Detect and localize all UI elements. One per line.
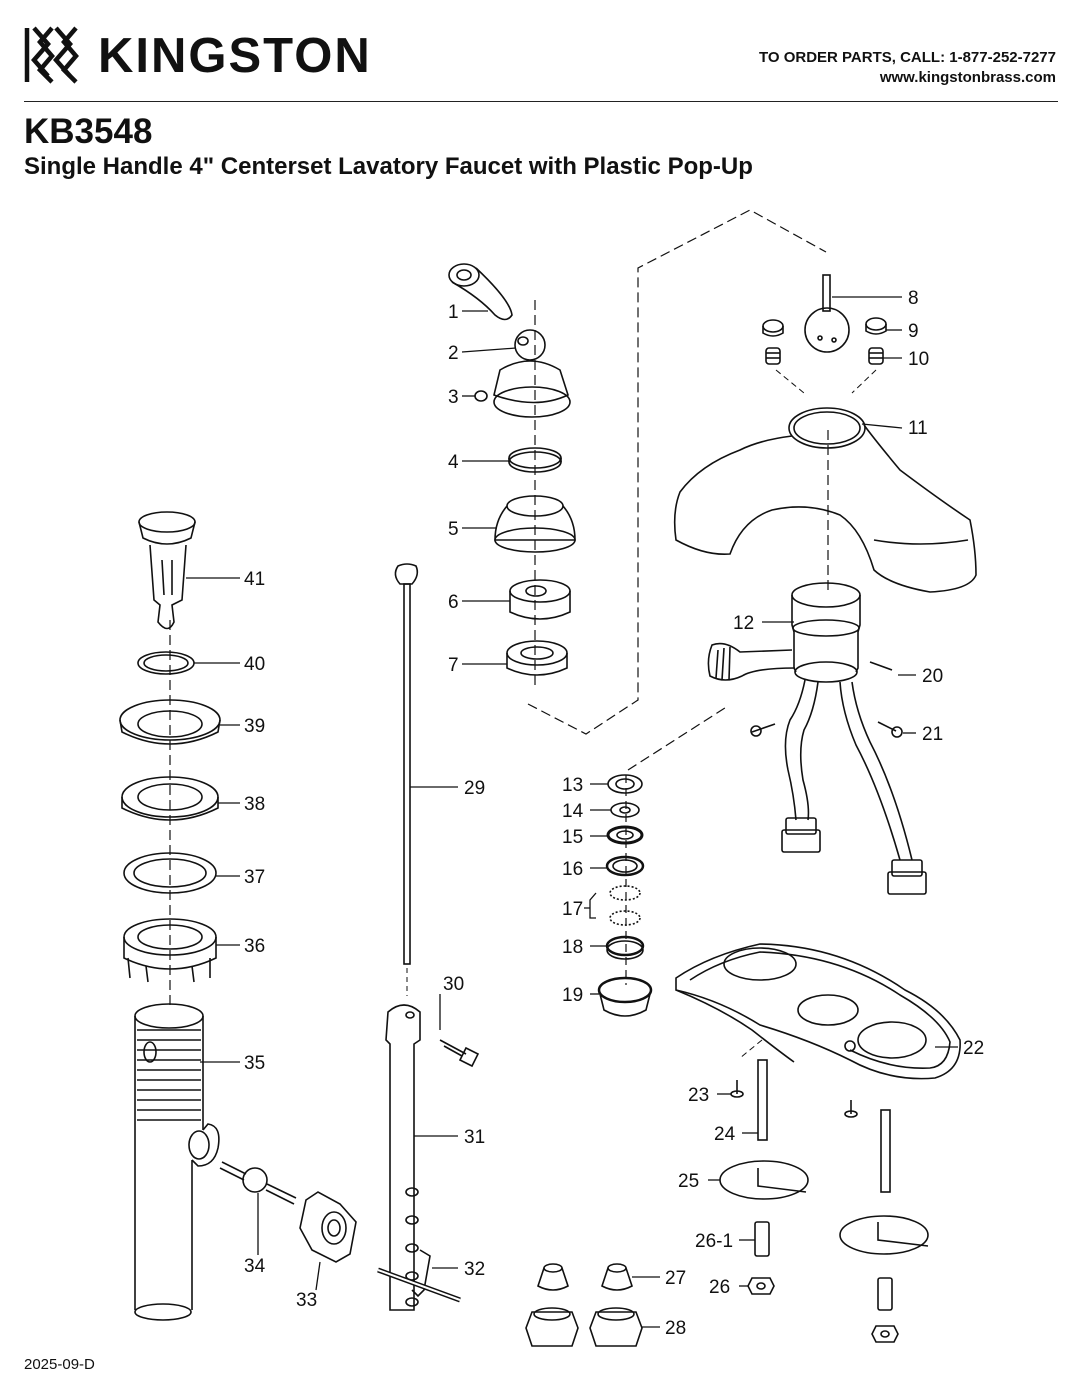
part-24-threaded-rods [757, 1059, 891, 1193]
callout-30: 30 [443, 974, 464, 995]
callout-3: 3 [448, 387, 459, 408]
callout-8: 8 [908, 288, 919, 309]
part-39-drain-flange [119, 699, 221, 745]
leader-lines [186, 296, 958, 1328]
callout-37: 37 [244, 867, 265, 888]
part-34-pivot-rod [219, 1161, 297, 1205]
callout-34: 34 [244, 1256, 266, 1277]
callout-27: 27 [665, 1268, 686, 1289]
part-31-extension-strap [385, 1004, 421, 1311]
callout-33: 33 [296, 1290, 317, 1311]
callout-15: 15 [562, 827, 583, 848]
part-3-set-screw [474, 390, 488, 402]
part-8-ball-stem [804, 274, 850, 353]
part-12-valve-housing [707, 582, 927, 895]
part-20-pin [869, 661, 893, 671]
callout-24: 24 [714, 1124, 736, 1145]
part-4-retaining-ring [508, 447, 562, 473]
callout-17: 17 [562, 899, 583, 920]
callout-23: 23 [688, 1085, 709, 1106]
callout-5: 5 [448, 519, 459, 540]
callout-35: 35 [244, 1053, 265, 1074]
part-19-aerator-housing [597, 976, 653, 1017]
callout-10: 10 [908, 349, 929, 370]
callout-11: 11 [908, 418, 928, 439]
part-11-faucet-body [673, 407, 977, 593]
model-number: KB3548 [24, 112, 153, 151]
part-23-screws [730, 1080, 858, 1118]
callout-14: 14 [562, 801, 584, 822]
part-37-gasket [123, 852, 217, 894]
callout-7: 7 [448, 655, 459, 676]
callout-38: 38 [244, 794, 265, 815]
part-35-drain-body [134, 1003, 220, 1321]
document-code: 2025-09-D [24, 1356, 95, 1373]
part-5-bonnet-cap [494, 495, 576, 553]
order-website[interactable]: www.kingstonbrass.com [879, 69, 1056, 86]
callout-25: 25 [678, 1171, 699, 1192]
part-28-coupling-nuts [525, 1307, 643, 1347]
part-41-pop-up-stopper [138, 511, 196, 630]
part-25-c-washers [719, 1160, 929, 1255]
part-15-flow-insert [606, 825, 644, 845]
callout-labels: 1 2 3 4 5 6 7 8 9 10 11 12 13 14 15 16 1… [244, 288, 984, 1339]
callout-41: 41 [244, 569, 265, 590]
part-36-flange-nut [123, 918, 217, 983]
part-27-ferrules [537, 1263, 633, 1291]
aerator-axis-line [627, 705, 729, 771]
callout-16: 16 [562, 859, 583, 880]
part-18-insert [605, 935, 645, 960]
part-17-screens [609, 885, 641, 926]
part-10-springs [765, 347, 884, 365]
part-22-deck-plate [675, 943, 961, 1080]
callout-6: 6 [448, 592, 459, 613]
order-info: TO ORDER PARTS, CALL: 1-877-252-7277 www… [759, 48, 1056, 88]
callout-22: 22 [963, 1038, 984, 1059]
part-38-friction-washer [121, 776, 219, 821]
callout-32: 32 [464, 1259, 485, 1280]
order-phone: TO ORDER PARTS, CALL: 1-877-252-7277 [758, 49, 1056, 66]
callout-9: 9 [908, 321, 919, 342]
callout-39: 39 [244, 716, 265, 737]
part-9-seats [762, 317, 887, 337]
callout-2: 2 [448, 343, 459, 364]
part-33-pivot-nut [299, 1191, 357, 1263]
callout-4: 4 [448, 452, 459, 473]
assembly-dash-line [527, 209, 827, 735]
callout-13: 13 [562, 775, 583, 796]
part-29-lift-rod [394, 563, 419, 996]
part-30-thumb-screw [439, 1039, 480, 1068]
part-6-adaptor [509, 579, 571, 620]
callout-21: 21 [922, 724, 943, 745]
callout-31: 31 [464, 1127, 485, 1148]
brand-name: KINGSTON [98, 29, 372, 83]
callout-20: 20 [922, 666, 943, 687]
part-7-seat-washer [506, 640, 568, 676]
part-26-nut [747, 1277, 899, 1343]
part-14-washer [610, 802, 640, 818]
callout-12: 12 [733, 613, 754, 634]
callout-18: 18 [562, 937, 583, 958]
page-header: KINGSTON TO ORDER PARTS, CALL: 1-877-252… [0, 0, 1082, 104]
part-26-1-spacer [754, 1221, 893, 1311]
callout-29: 29 [464, 778, 485, 799]
part-16-ring [605, 855, 645, 877]
kingston-logo-icon [24, 26, 79, 84]
callout-36: 36 [244, 936, 265, 957]
product-title: Single Handle 4" Centerset Lavatory Fauc… [24, 153, 753, 180]
part-32-spring-clip [411, 1249, 431, 1298]
part-13-washer [607, 774, 643, 794]
part-40-o-ring [137, 651, 195, 675]
callout-26-1: 26-1 [695, 1231, 733, 1252]
part-1-handle [448, 263, 513, 321]
callout-28: 28 [665, 1318, 686, 1339]
part-2-dome [493, 329, 571, 418]
header-divider [24, 101, 1058, 102]
callout-19: 19 [562, 985, 583, 1006]
callout-1: 1 [448, 302, 459, 323]
callout-40: 40 [244, 654, 265, 675]
part-21-screws [750, 721, 903, 738]
callout-26: 26 [709, 1277, 730, 1298]
